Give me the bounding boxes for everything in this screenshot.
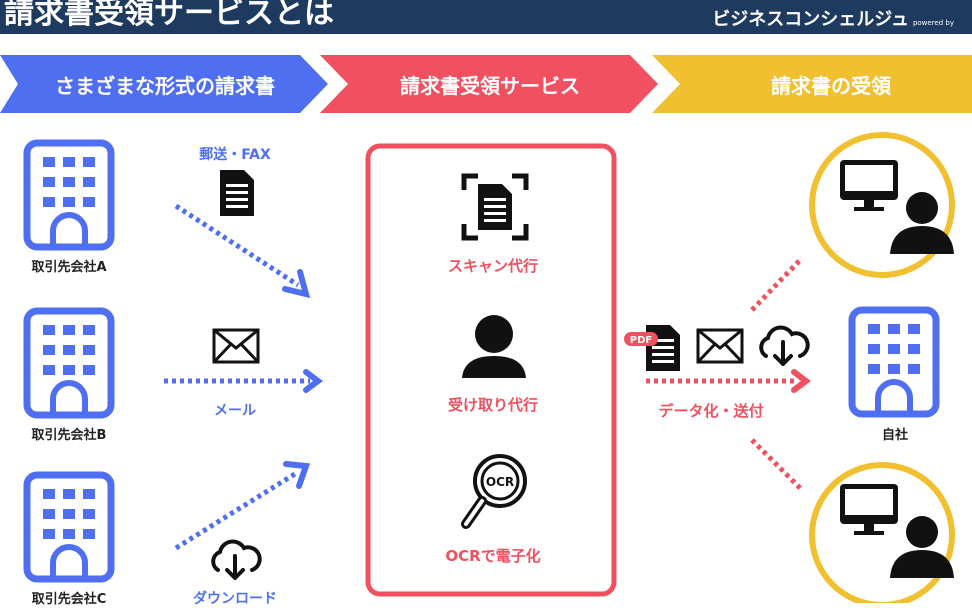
sender-label-b: 取引先会社B (31, 428, 107, 443)
pdf-document-icon (646, 325, 680, 371)
page-title: 請求書受領サービスとは (4, 0, 334, 31)
ocr-badge-text: OCR (486, 475, 514, 489)
ocr-magnifier-icon (461, 454, 527, 529)
person-icon (462, 315, 526, 378)
receiver-label: 自社 (881, 428, 908, 443)
mail-icon (212, 328, 260, 364)
arrow-download (174, 461, 311, 551)
dotted-line-to-top-user (750, 256, 804, 312)
document-icon (220, 170, 254, 216)
arrow-output (646, 369, 811, 393)
stage-chevron-3 (652, 55, 972, 113)
own-company-building-icon (852, 310, 936, 414)
service-step-ocr: OCRで電子化 (445, 547, 541, 565)
brand-powered: powered by (912, 19, 954, 27)
service-step-scan: スキャン代行 (447, 257, 538, 275)
channel-label-download: ダウンロード (193, 591, 277, 607)
sender-label-a: 取引先会社A (31, 260, 107, 275)
stage-label-1: さまざまな形式の請求書 (55, 74, 275, 98)
arrow-mail (164, 369, 323, 393)
dotted-line-to-bottom-user (750, 438, 804, 492)
stage-chevron-2 (320, 55, 658, 113)
output-cloud-icon (759, 325, 810, 366)
channel-label-mail: メール (214, 403, 256, 419)
building-icon-c (27, 475, 111, 579)
channel-label-fax: 郵送・FAX (199, 147, 271, 163)
building-icon-a (27, 143, 111, 247)
sender-label-c: 取引先会社C (31, 592, 107, 607)
brand-name: ビジネスコンシェルジュ (712, 9, 909, 30)
pdf-badge (624, 332, 658, 346)
output-label: データ化・送付 (658, 402, 764, 420)
stage-label-2: 請求書受領サービス (400, 74, 580, 98)
output-mail-icon (696, 328, 744, 364)
pdf-badge-text: PDF (630, 335, 652, 346)
scan-icon (461, 173, 529, 241)
building-icon-b (27, 311, 111, 415)
stage-label-3: 請求書の受領 (771, 74, 891, 98)
service-step-receive: 受け取り代行 (447, 396, 538, 414)
arrow-fax (174, 203, 311, 299)
cloud-download-icon (211, 539, 262, 580)
stage-chevron-1 (0, 55, 328, 113)
